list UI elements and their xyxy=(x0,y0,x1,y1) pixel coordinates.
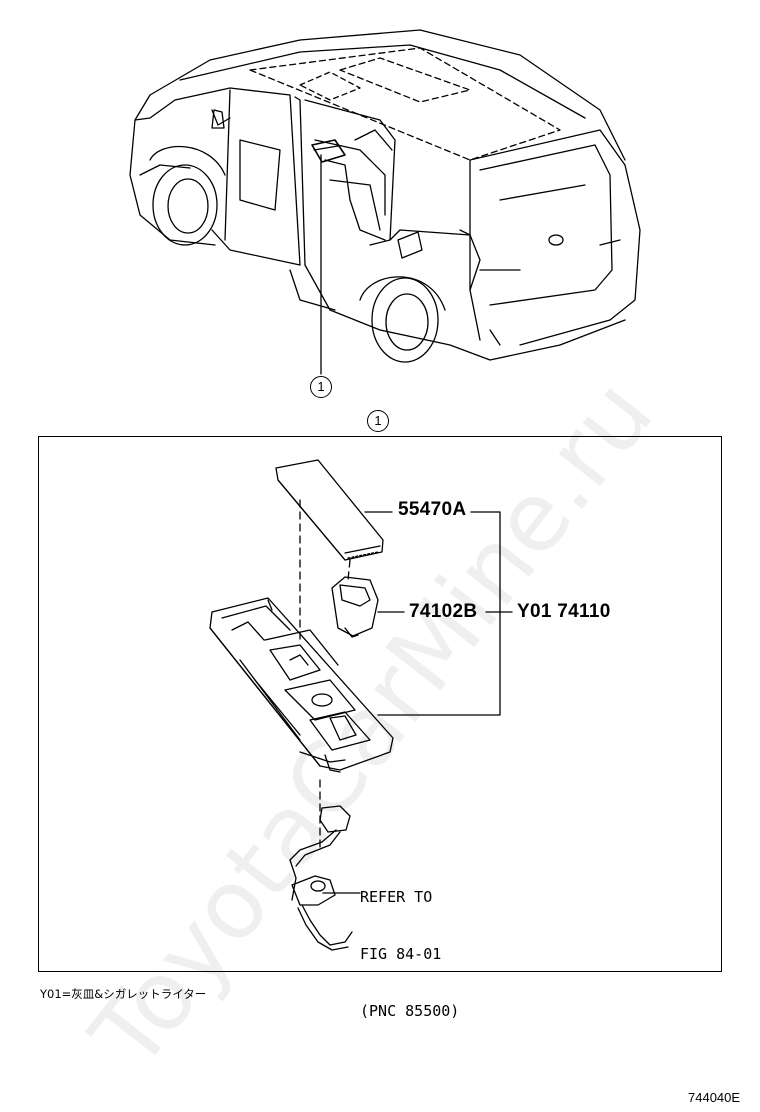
callout-marker-vehicle: 1 xyxy=(310,376,332,398)
refer-line-2: FIG 84-01 xyxy=(360,945,442,963)
detail-frame xyxy=(38,436,722,972)
vehicle-illustration xyxy=(129,29,641,375)
refer-line-1: REFER TO xyxy=(360,888,433,906)
callout-marker-detail: 1 xyxy=(367,410,389,432)
part-number-ashtray: 74102B xyxy=(409,601,478,622)
figure-code: 744040E xyxy=(688,1090,741,1105)
footnote: Y01=灰皿&シガレットライター xyxy=(40,987,207,1001)
part-number-cover: 55470A xyxy=(398,499,467,520)
refer-note: REFER TO FIG 84-01 (PNC 85500) xyxy=(360,850,459,1040)
refer-line-3: (PNC 85500) xyxy=(360,1002,460,1020)
part-number-assembly: Y01 74110 xyxy=(517,601,611,622)
